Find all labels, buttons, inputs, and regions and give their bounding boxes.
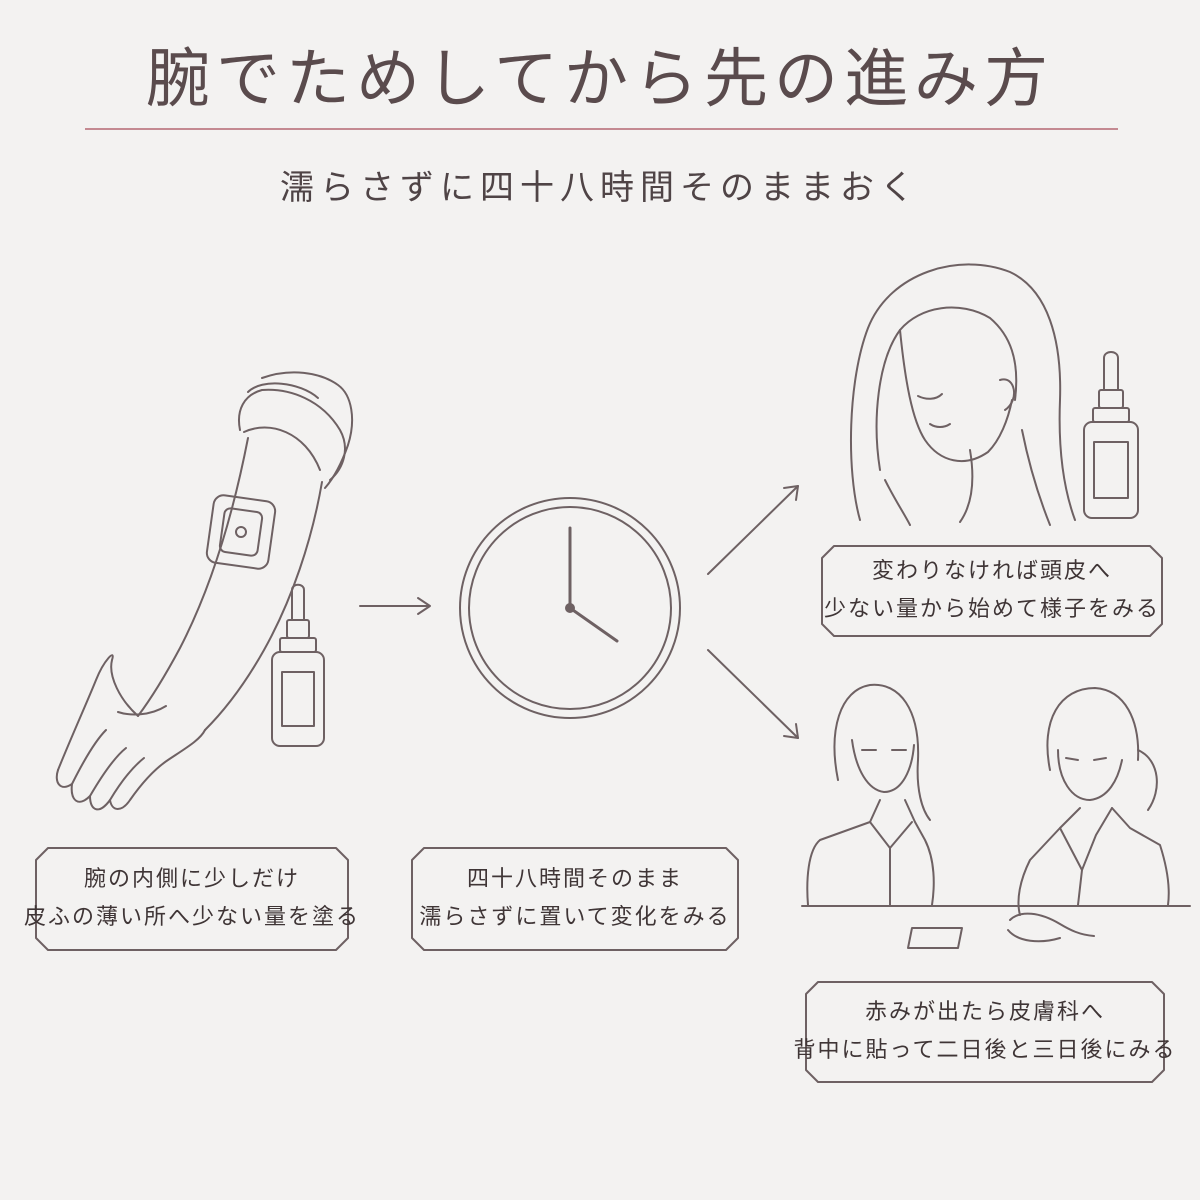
step-arm-line1: 腕の内側に少しだけ	[83, 867, 300, 892]
step-ng-caption: 赤みが出たら皮膚科へ 背中に貼って二日後と三日後にみる	[794, 982, 1175, 1082]
step-wait-line2: 濡らさずに置いて変化をみる	[419, 905, 731, 930]
arrow-down-right-icon	[707, 649, 799, 739]
text-box-frames	[35, 545, 1165, 1083]
page-subtitle: 濡らさずに四十八時間そのままおく	[280, 168, 920, 208]
arm-illustration	[55, 371, 354, 811]
step-ok-caption: 変わりなければ頭皮へ 少ない量から始めて様子をみる	[822, 546, 1162, 636]
step-ng-line1: 赤みが出たら皮膚科へ	[864, 1000, 1105, 1025]
title-divider	[85, 128, 1118, 130]
arrow-right-icon	[359, 597, 431, 615]
step-wait-caption: 四十八時間そのまま 濡らさずに置いて変化をみる	[412, 848, 738, 950]
step-arm-caption: 腕の内側に少しだけ 皮ふの薄い所へ少ない量を塗る	[24, 848, 358, 950]
arrow-up-right-icon	[707, 485, 799, 575]
step-wait-line1: 四十八時間そのまま	[466, 867, 683, 892]
step-ng-line2: 背中に貼って二日後と三日後にみる	[793, 1038, 1177, 1063]
clock-icon	[459, 497, 681, 719]
step-ok-line2: 少ない量から始めて様子をみる	[823, 597, 1160, 622]
page-title: 腕でためしてから先の進み方	[145, 43, 1055, 117]
patch-icon	[205, 494, 277, 570]
dropper-bottle-icon	[1083, 351, 1139, 519]
step-ok-line1: 変わりなければ頭皮へ	[871, 559, 1112, 584]
dropper-bottle-icon	[271, 583, 325, 747]
step-arm-line2: 皮ふの薄い所へ少ない量を塗る	[24, 905, 361, 930]
woman-illustration	[850, 263, 1076, 526]
consultation-illustration	[801, 683, 1191, 949]
